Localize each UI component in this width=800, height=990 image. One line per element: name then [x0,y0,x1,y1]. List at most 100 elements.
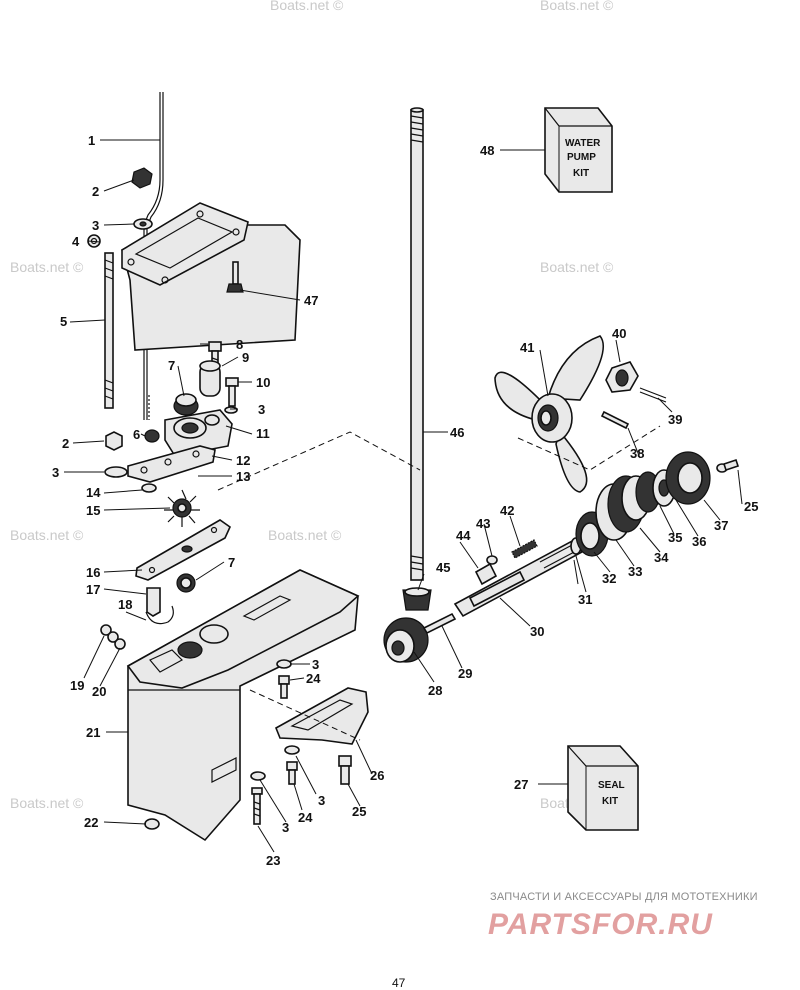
watermark: Boats.net © [10,259,84,275]
callout-number: 18 [118,597,132,612]
callout-number: 2 [62,436,69,451]
callout-number: 20 [92,684,106,699]
watermark: Boats.net © [10,795,84,811]
callout-number: 24 [298,810,313,825]
callout-number: 28 [428,683,442,698]
callout-number: 8 [236,337,243,352]
callout-number: 14 [86,485,101,500]
logo-text-part2: FOR.RU [591,908,713,941]
watermark: Boats.net © [10,527,84,543]
callout-number: 35 [668,530,682,545]
small-hardware-top [87,167,153,248]
part-pump-housing [104,393,233,493]
callout-number: 4 [72,234,80,249]
callout-number: 23 [266,853,280,868]
callout-number: 33 [628,564,642,579]
callout-number: 42 [500,503,514,518]
water-pump-kit-box: WATER PUMP KIT [544,107,613,193]
parts-bolts-sleeve [199,341,239,414]
callout-number: 6 [133,427,140,442]
callout-number: 46 [450,425,464,440]
callout-number: 3 [318,793,325,808]
part-pinion [402,587,432,611]
seal-kit-box: SEAL KIT [567,745,639,831]
kit-label-line: KIT [573,168,589,179]
callout-number: 1 [88,133,95,148]
callout-number: 41 [520,340,534,355]
callout-number: 7 [228,555,235,570]
callout-number: 11 [256,426,270,441]
part-drive-shaft [410,107,424,581]
callout-number: 27 [514,777,528,792]
callout-number: 44 [456,528,471,543]
callout-number: 32 [602,571,616,586]
watermark: Boats.net © [268,527,342,543]
part-lower-cover [274,687,369,745]
kit-label-line: KIT [602,796,618,807]
callout-number: 22 [84,815,98,830]
callout-number: 38 [630,446,644,461]
callout-number: 16 [86,565,100,580]
watermark: Boats.net © [270,0,344,13]
part-forward-gear [383,617,429,663]
part-propeller [494,335,604,493]
callout-number: 12 [236,453,250,468]
callout-number: 45 [436,560,450,575]
callout-number: 13 [236,469,250,484]
callout-number: 7 [168,358,175,373]
page-number: 47 [392,976,406,990]
callout-number: 19 [70,678,84,693]
callout-number: 5 [60,314,67,329]
kit-label-line: PUMP [567,152,596,163]
callout-number: 15 [86,503,100,518]
callout-number: 21 [86,725,100,740]
part-pump-plate [127,445,216,483]
site-logo[interactable]: PARTSFOR.RU [488,908,713,942]
part-pin [422,612,457,635]
parts-prop-nut [600,361,667,430]
callout-number: 2 [92,184,99,199]
callout-number: 39 [668,412,682,427]
kit-label-line: SEAL [598,780,625,791]
parts-detent-spring [474,539,538,586]
callout-number: 10 [256,375,270,390]
part-prop-shaft [453,537,584,618]
part-exhaust-plate [121,202,301,351]
part-impeller [164,489,200,527]
leader-lines [64,139,743,853]
callout-number: 34 [654,550,669,565]
kit-label-line: WATER [565,138,601,149]
callout-number: 3 [258,402,265,417]
callout-number: 25 [352,804,366,819]
callout-number: 40 [612,326,626,341]
callout-numbers: 1 2 3 4 5 47 8 9 10 7 3 11 6 2 12 3 13 1… [52,133,758,868]
callout-number: 26 [370,768,384,783]
callout-number: 24 [306,671,321,686]
callout-number: 48 [480,143,494,158]
parts-lower-screws [250,659,352,825]
callout-number: 29 [458,666,472,681]
part-gasket [135,519,232,581]
callout-number: 47 [304,293,318,308]
callout-number: 43 [476,516,490,531]
watermark: Boats.net © [540,259,614,275]
part-stud [104,252,114,409]
callout-number: 31 [578,592,592,607]
part-bearing-stack [575,451,740,557]
part-shift-rod [143,92,164,420]
callout-number: 3 [312,657,319,672]
callout-number: 37 [714,518,728,533]
footer-tagline: ЗАПЧАСТИ И АКСЕССУАРЫ ДЛЯ МОТОТЕХНИКИ [490,891,758,903]
callout-number: 3 [282,820,289,835]
watermark: Boats.net © [540,0,614,13]
parts-seal-clip-oring [100,573,196,650]
callout-number: 25 [744,499,758,514]
callout-number: 3 [52,465,59,480]
callout-number: 3 [92,218,99,233]
callout-number: 17 [86,582,100,597]
callout-number: 9 [242,350,249,365]
callout-number: 30 [530,624,544,639]
callout-number: 36 [692,534,706,549]
logo-text-part1: PARTS [488,908,592,941]
